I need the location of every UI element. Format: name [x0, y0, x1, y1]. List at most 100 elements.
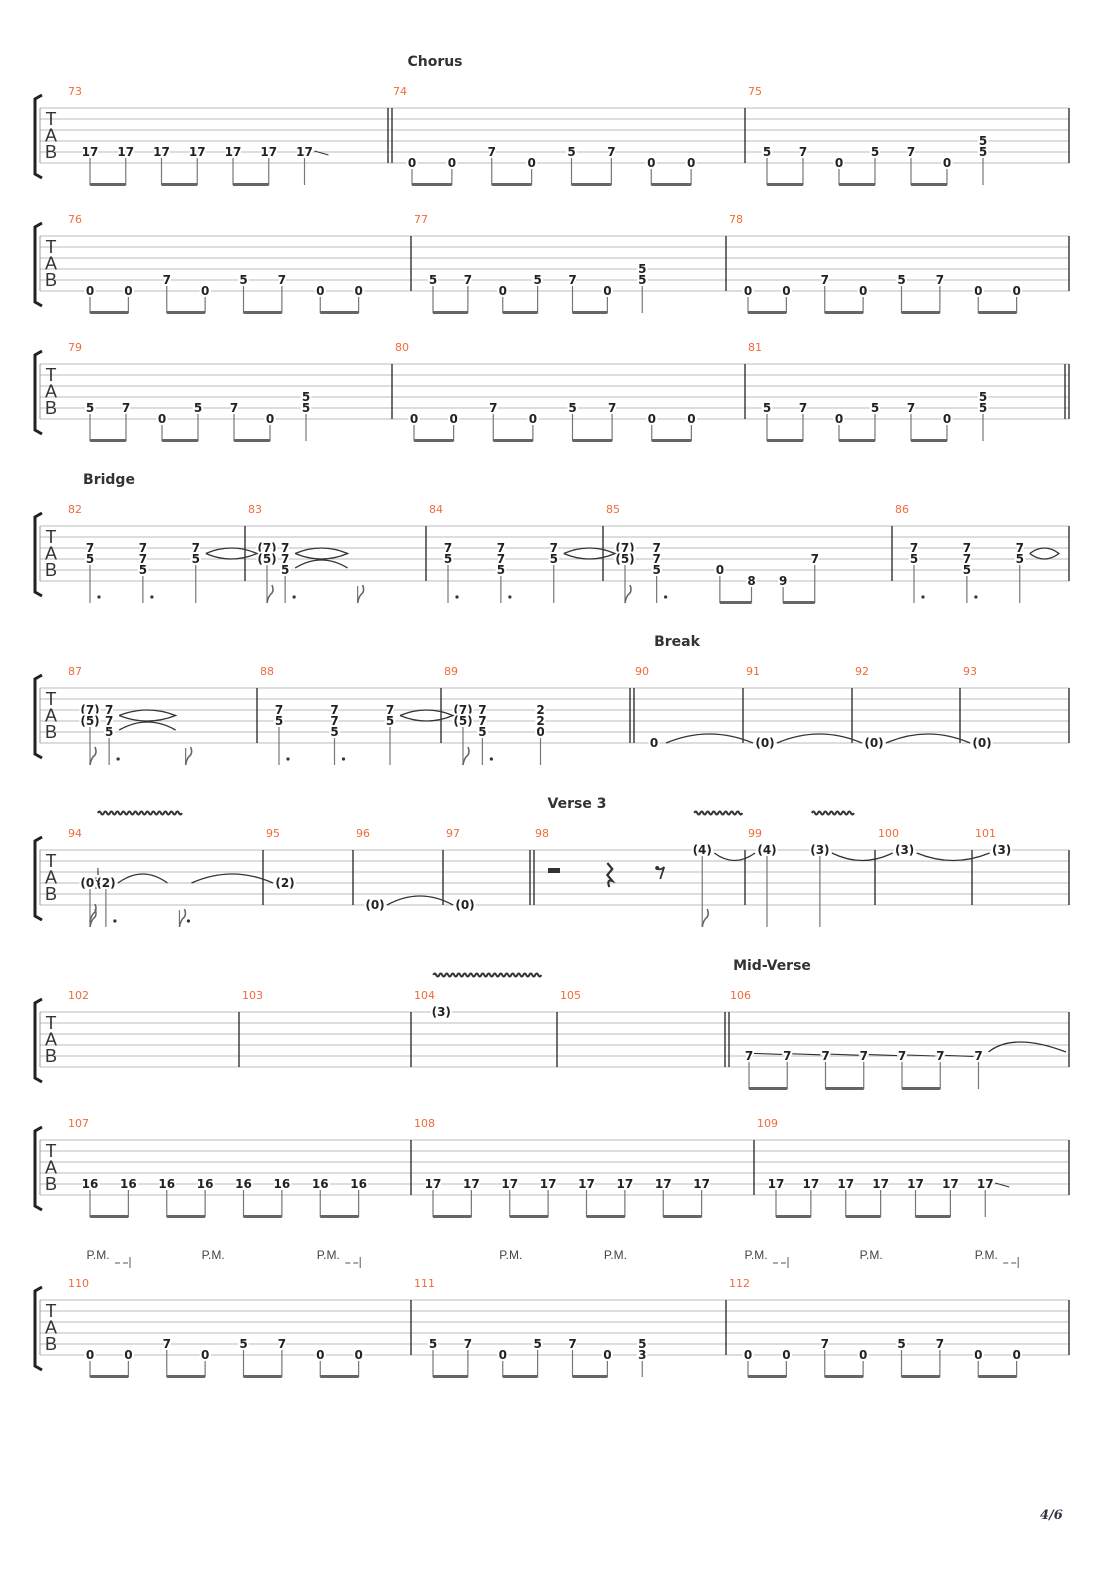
- fret-number: 17: [501, 1177, 518, 1191]
- tab-clef-letter: A: [45, 544, 57, 564]
- measure-number: 111: [414, 1277, 435, 1290]
- fret-number: 0: [647, 156, 655, 170]
- fret-number: 7: [550, 541, 558, 555]
- measure-number: 104: [414, 989, 435, 1002]
- fret-number: 0: [316, 1348, 324, 1362]
- fret-number: 0: [716, 563, 724, 577]
- fret-number: 16: [274, 1177, 291, 1191]
- fret-number: 5: [478, 725, 486, 739]
- note-event: 55: [977, 388, 989, 441]
- fret-number: 7: [330, 703, 338, 717]
- note-beam: [901, 311, 940, 314]
- note-event: 7: [896, 1047, 908, 1089]
- note-event: 75: [384, 701, 396, 765]
- fret-number: 5: [568, 401, 576, 415]
- note-event: 0: [651, 410, 698, 442]
- fret-number: 0: [124, 284, 132, 298]
- fret-number: 7: [811, 552, 819, 566]
- note-event: 0: [90, 1346, 135, 1378]
- note-event: (7)(5): [451, 701, 475, 766]
- fret-number: (0): [972, 736, 991, 750]
- fret-number: 0: [859, 284, 867, 298]
- fret-number: 5: [429, 273, 437, 287]
- note-event: 5: [761, 143, 773, 185]
- note-event: [184, 746, 193, 766]
- vibrato-icon: [432, 972, 543, 978]
- measure-number: 93: [963, 665, 977, 678]
- note-beam: [845, 1215, 881, 1218]
- note-event: 17: [423, 1175, 443, 1217]
- fret-number: (0): [80, 876, 99, 890]
- measure-number: 107: [68, 1117, 89, 1130]
- eighth-rest-dot: [655, 866, 660, 870]
- note-event: 775: [279, 539, 296, 603]
- hold-tie-lens: [1029, 547, 1061, 560]
- fret-number: 17: [578, 1177, 595, 1191]
- fret-number: 7: [607, 145, 615, 159]
- note-event: (4): [691, 810, 744, 928]
- fret-number: 7: [783, 1049, 791, 1063]
- measure-number: 80: [395, 341, 409, 354]
- fret-number: 5: [763, 401, 771, 415]
- measure-number: 102: [68, 989, 89, 1002]
- fret-number: 7: [799, 145, 807, 159]
- note-event: 17: [915, 1175, 961, 1218]
- note-event: 55: [300, 388, 312, 441]
- tab-clef-letter: B: [45, 1046, 57, 1066]
- fret-number: 5: [281, 563, 289, 577]
- note-event: 17: [975, 1175, 1010, 1217]
- tie-arc: [665, 733, 754, 744]
- eighth-flag-icon: [184, 746, 193, 766]
- fret-number: 5: [239, 273, 247, 287]
- fret-number: 7: [478, 714, 486, 728]
- dot-icon: [664, 595, 668, 599]
- fret-number: 7: [444, 541, 452, 555]
- note-beam: [572, 311, 608, 314]
- fret-number: 0: [410, 412, 418, 426]
- fret-number: 5: [330, 725, 338, 739]
- measure-number: 84: [429, 503, 443, 516]
- fret-number: 16: [197, 1177, 214, 1191]
- note-event: 0: [748, 282, 793, 314]
- note-event: 17: [586, 1175, 635, 1218]
- tie-arc: [831, 852, 893, 862]
- fret-number: 5: [638, 273, 646, 287]
- hold-tie-lens: [399, 709, 455, 722]
- note-event: 17: [776, 1175, 821, 1218]
- note-event: 16: [310, 1175, 331, 1217]
- fret-number: 7: [821, 1049, 829, 1063]
- note-event: 0P.M.: [742, 1248, 789, 1377]
- fret-number: 5: [302, 401, 310, 415]
- section-label: Chorus: [407, 54, 462, 70]
- note-event: 0: [978, 1346, 1023, 1378]
- note-event: 9: [777, 572, 789, 603]
- note-event: 0: [748, 1346, 793, 1378]
- note-event: 17: [576, 1175, 597, 1217]
- palm-mute-label: P.M.: [499, 1248, 522, 1262]
- fret-number: 3: [638, 1348, 646, 1362]
- note-event: 0: [646, 410, 658, 441]
- dot-icon: [341, 757, 346, 761]
- fret-number: (2): [96, 876, 115, 890]
- fret-number: 0: [499, 1348, 507, 1362]
- vibrato-icon: [97, 810, 183, 816]
- quarter-rest-icon: [605, 862, 616, 888]
- fret-number: 7: [907, 401, 915, 415]
- note-event: 0P.M.: [972, 1248, 1019, 1377]
- note-beam: [901, 1375, 940, 1378]
- palm-mute-label: P.M.: [860, 1248, 883, 1262]
- fret-number: (5): [453, 714, 472, 728]
- fret-number: 7: [910, 541, 918, 555]
- measure-number: 95: [266, 827, 280, 840]
- measure: 103: [242, 989, 412, 1067]
- dot-icon: [186, 919, 191, 923]
- tie-arc: [916, 852, 990, 862]
- fret-number: 5: [497, 563, 505, 577]
